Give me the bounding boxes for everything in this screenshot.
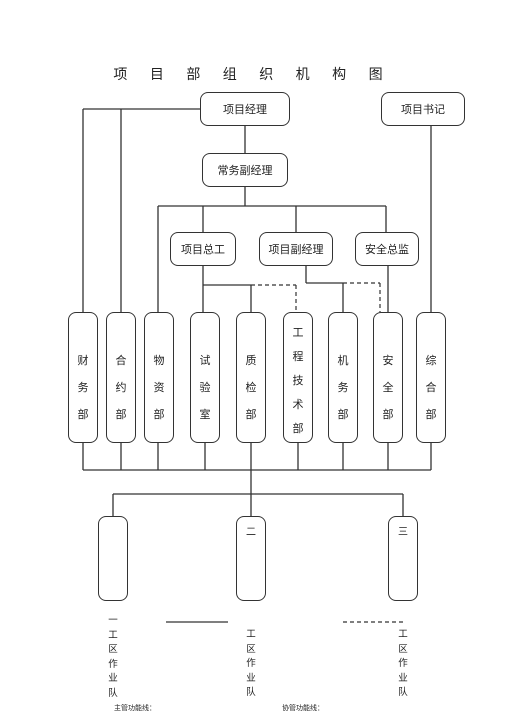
- caption-char: 工: [246, 629, 256, 640]
- dept-text: 机: [337, 354, 349, 367]
- dept-quality: 质检部: [236, 312, 266, 443]
- chief-engineer-label: 项目总工: [181, 243, 225, 256]
- dept-text: 部: [153, 408, 165, 421]
- chief-engineer-box: 项目总工: [170, 232, 236, 266]
- dept-text: 部: [77, 408, 89, 421]
- dept-text: 部: [245, 408, 257, 421]
- caption-char: 队: [108, 687, 118, 699]
- work-area-caption-1: 一工区作业队: [106, 614, 120, 702]
- caption-char: 一: [108, 615, 118, 626]
- dept-engineering: 工程技术部: [283, 312, 313, 443]
- dept-safety: 安全部: [373, 312, 403, 443]
- dept-text: 工: [292, 326, 304, 339]
- caption-char: 工: [108, 629, 118, 641]
- dept-text: 综: [425, 354, 437, 367]
- dept-text: 务: [337, 381, 349, 394]
- caption-char: 作: [246, 658, 256, 670]
- legend-main-line-label: 主管功能线：: [114, 704, 156, 712]
- project-manager-label: 项目经理: [223, 103, 267, 116]
- dept-text: 程: [292, 350, 304, 363]
- work-area-box-1: [98, 516, 128, 601]
- caption-char: 作: [398, 658, 408, 670]
- caption-char: 业: [108, 673, 118, 685]
- caption-char: 作: [108, 658, 118, 670]
- project-manager-box: 项目经理: [200, 92, 290, 126]
- dept-text: 资: [153, 381, 165, 394]
- project-secretary-box: 项目书记: [381, 92, 465, 126]
- work-area-box-label: 二: [246, 527, 256, 538]
- dept-text: 部: [337, 408, 349, 421]
- dept-text: 约: [115, 381, 127, 394]
- dept-text: 部: [425, 408, 437, 421]
- deputy-manager-label: 项目副经理: [268, 243, 324, 256]
- caption-char: 区: [398, 643, 408, 655]
- dept-text: 室: [199, 408, 211, 421]
- dept-finance: 财务部: [68, 312, 98, 443]
- caption-char: 区: [246, 643, 256, 655]
- dept-text: 合: [425, 381, 437, 394]
- dept-text: 全: [382, 381, 394, 394]
- exec-deputy-manager-box: 常务副经理: [202, 153, 288, 187]
- caption-char: 业: [246, 672, 256, 684]
- caption-char: 队: [398, 687, 408, 699]
- dept-laboratory: 试验室: [190, 312, 220, 443]
- work-area-box-label: 三: [398, 527, 408, 538]
- work-area-caption-3: 工区作业队: [396, 628, 410, 701]
- dept-text: 术: [292, 398, 304, 411]
- caption-char: 区: [108, 644, 118, 656]
- dept-text: 务: [77, 381, 89, 394]
- dept-text: 物: [153, 354, 165, 367]
- dept-machinery: 机务部: [328, 312, 358, 443]
- project-secretary-label: 项目书记: [401, 103, 445, 116]
- dept-text: 检: [245, 381, 257, 394]
- legend-assist-line-label: 协管功能线：: [282, 704, 324, 712]
- dept-text: 合: [115, 354, 127, 367]
- work-area-caption-2: 工区作业队: [244, 628, 258, 701]
- dept-text: 部: [292, 422, 304, 435]
- exec-deputy-manager-label: 常务副经理: [217, 164, 273, 177]
- dept-materials: 物资部: [144, 312, 174, 443]
- dept-text: 财: [77, 354, 89, 367]
- dept-text: 安: [382, 354, 394, 367]
- caption-char: 工: [398, 629, 408, 640]
- caption-char: 业: [398, 672, 408, 684]
- deputy-manager-box: 项目副经理: [259, 232, 333, 266]
- dept-text: 验: [199, 381, 211, 394]
- dept-text: 技: [292, 374, 304, 387]
- dept-contracts: 合约部: [106, 312, 136, 443]
- caption-char: 队: [246, 687, 256, 699]
- safety-director-label: 安全总监: [365, 243, 409, 256]
- dept-text: 部: [382, 408, 394, 421]
- safety-director-box: 安全总监: [355, 232, 419, 266]
- dept-text: 质: [245, 354, 257, 367]
- dept-text: 试: [199, 354, 211, 367]
- chart-title: 项 目 部 组 织 机 构 图: [113, 67, 392, 83]
- work-area-box-3: 三: [388, 516, 418, 601]
- dept-text: 部: [115, 408, 127, 421]
- work-area-box-2: 二: [236, 516, 266, 601]
- dept-general: 综合部: [416, 312, 446, 443]
